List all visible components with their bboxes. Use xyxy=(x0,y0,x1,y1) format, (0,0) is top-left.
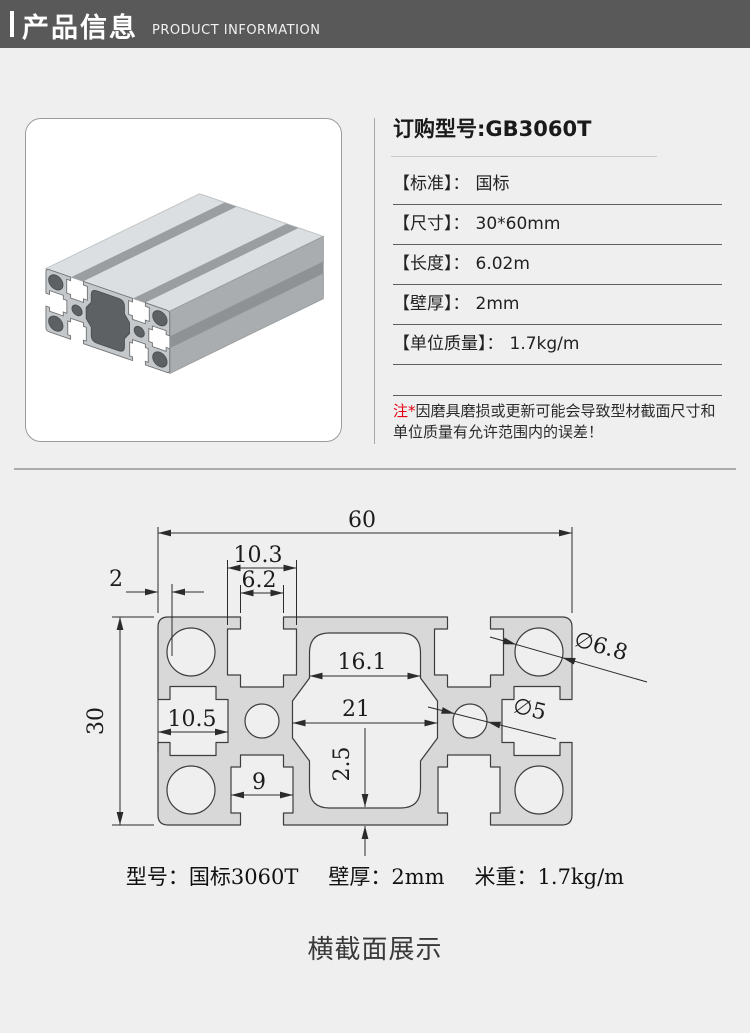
page-subtitle: PRODUCT INFORMATION xyxy=(152,23,321,38)
corner-hole-bottom-left xyxy=(166,765,216,815)
header-accent-bar xyxy=(10,11,14,37)
note-line-1: 注*因磨具磨损或更新可能会导致型材截面尺寸和 xyxy=(393,402,716,420)
note-divider xyxy=(393,395,722,396)
caption-weight: 米重：1.7kg/m xyxy=(474,865,625,889)
dim-cavity-mid-width: 21 xyxy=(342,697,370,722)
spec-row-standard: 【标准】：国标 xyxy=(393,165,722,205)
spec-label: 【尺寸】： xyxy=(393,214,470,234)
spec-value: 6.02m xyxy=(475,254,530,274)
drawing-caption: 型号：国标3060T 壁厚：2mm 米重：1.7kg/m xyxy=(0,861,750,891)
dim-center-hole-dia: ∅5 xyxy=(510,694,548,726)
spec-label: 【标准】： xyxy=(393,174,470,194)
corner-hole-top-right xyxy=(514,627,564,677)
corner-hole-bottom-right xyxy=(514,765,564,815)
spec-label: 【长度】： xyxy=(393,254,470,274)
photo-top-groove-1 xyxy=(71,202,237,282)
spec-table: 【标准】：国标 【尺寸】：30*60mm 【长度】：6.02m 【壁厚】：2mm… xyxy=(393,165,722,365)
spec-label: 【单位质量】： xyxy=(393,334,504,354)
spec-label: 【壁厚】： xyxy=(393,294,470,314)
product-photo-box xyxy=(25,118,342,442)
header: 产品信息 PRODUCT INFORMATION xyxy=(0,0,750,48)
corner-hole-top-left xyxy=(166,627,216,677)
note-line-2: 单位质量有允许范围内的误差！ xyxy=(393,423,604,441)
caption-wall: 壁厚：2mm xyxy=(328,865,445,889)
section-footer-title: 横截面展示 xyxy=(307,935,443,965)
caption-model: 型号：国标3060T xyxy=(125,865,299,889)
center-hole-left xyxy=(244,703,280,739)
dimension-arrows xyxy=(116,529,576,839)
corner-holes xyxy=(166,627,564,815)
dim-slot-cavity-width: 10.3 xyxy=(234,543,283,568)
note-mark: 注* xyxy=(393,402,416,420)
dim-wall-thickness: 2 xyxy=(109,567,123,592)
dim-overall-width: 60 xyxy=(348,508,376,533)
photo-top-groove-2 xyxy=(132,223,299,303)
product-model-title: 订购型号:GB3060T xyxy=(393,117,592,141)
title-divider xyxy=(391,156,657,157)
section-divider xyxy=(14,468,736,470)
center-hole-right xyxy=(452,703,488,739)
spec-row-size: 【尺寸】：30*60mm xyxy=(393,205,722,245)
tolerance-note: 注*因磨具磨损或更新可能会导致型材截面尺寸和 单位质量有允许范围内的误差！ xyxy=(393,401,727,443)
page-title: 产品信息 xyxy=(22,13,138,44)
spec-row-length: 【长度】：6.02m xyxy=(393,245,722,285)
aluminum-profile-photo xyxy=(44,193,325,375)
dim-bottom-slot-width: 9 xyxy=(252,770,266,795)
center-cavity xyxy=(291,632,439,809)
photo-front-cavities xyxy=(48,274,168,368)
spec-value: 2mm xyxy=(475,294,520,314)
dim-bottom-wall: 2.5 xyxy=(330,747,355,782)
spec-value: 30*60mm xyxy=(475,214,561,234)
dim-side-slot-depth: 10.5 xyxy=(168,707,217,732)
dim-corner-hole-dia: ∅6.8 xyxy=(571,627,630,666)
spec-row-unit-weight: 【单位质量】：1.7kg/m xyxy=(393,325,722,365)
vertical-divider xyxy=(374,118,375,444)
spec-value: 1.7kg/m xyxy=(509,334,580,354)
cross-section-drawing: 60 10.3 6.2 2 30 16.1 21 10.5 9 2.5 ∅6.8… xyxy=(84,508,648,856)
spec-value: 国标 xyxy=(475,174,510,194)
photo-side-groove xyxy=(169,261,324,349)
dim-overall-height: 30 xyxy=(84,707,109,735)
dim-slot-opening: 6.2 xyxy=(242,568,277,593)
spec-row-wall: 【壁厚】：2mm xyxy=(393,285,722,325)
dim-cavity-top-width: 16.1 xyxy=(338,650,387,675)
